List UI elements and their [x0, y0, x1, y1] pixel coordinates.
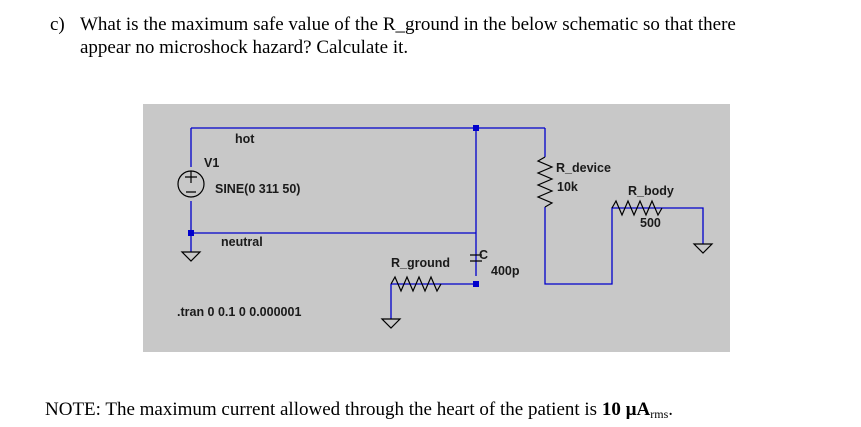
components: [177, 156, 714, 329]
ground-body-icon: [692, 243, 714, 254]
wire-device-body: [544, 207, 661, 285]
ground-left-icon: [180, 251, 202, 262]
schematic-panel: hot V1 SINE(0 311 50) neutral .tran 0 0.…: [143, 104, 730, 352]
label-r-body: R_body: [628, 184, 674, 198]
node-neutral: [188, 230, 194, 236]
question-line-1: What is the maximum safe value of the R_…: [80, 14, 736, 35]
ground-rground-icon: [380, 318, 402, 329]
resistor-r-body: [611, 199, 663, 217]
label-hot: hot: [235, 132, 255, 146]
wire-neutral: [190, 201, 476, 234]
label-r-body-value: 500: [640, 216, 661, 230]
source-polarity: [185, 171, 197, 193]
note: NOTE: The maximum current allowed throug…: [45, 399, 673, 422]
resistor-r-device: [536, 156, 554, 208]
wires: [190, 127, 704, 319]
wire-body-ground: [661, 207, 704, 244]
label-r-ground: R_ground: [391, 256, 451, 270]
capacitor-c: [470, 254, 482, 262]
note-unit-sub: rms: [650, 407, 669, 421]
question-letter: c): [50, 14, 65, 35]
question-line-2: appear no microshock hazard? Calculate i…: [80, 37, 409, 58]
label-neutral: neutral: [221, 235, 263, 249]
note-prefix: NOTE: The maximum current allowed throug…: [45, 399, 602, 420]
wire-hot: [191, 127, 545, 276]
nodes: [188, 125, 479, 287]
label-source: SINE(0 311 50): [215, 182, 301, 196]
note-suffix: .: [668, 399, 673, 420]
label-c: C: [479, 248, 489, 262]
node-hot: [473, 125, 479, 131]
label-r-device-value: 10k: [557, 180, 578, 194]
note-value: 10 µA: [601, 399, 651, 420]
label-c-value: 400p: [491, 264, 520, 278]
schematic-drawing: [177, 125, 714, 329]
node-cap: [473, 281, 479, 287]
resistor-r-ground: [390, 275, 442, 293]
label-v1: V1: [204, 156, 220, 170]
label-r-device: R_device: [556, 161, 611, 175]
label-tran: .tran 0 0.1 0 0.000001: [177, 305, 302, 319]
